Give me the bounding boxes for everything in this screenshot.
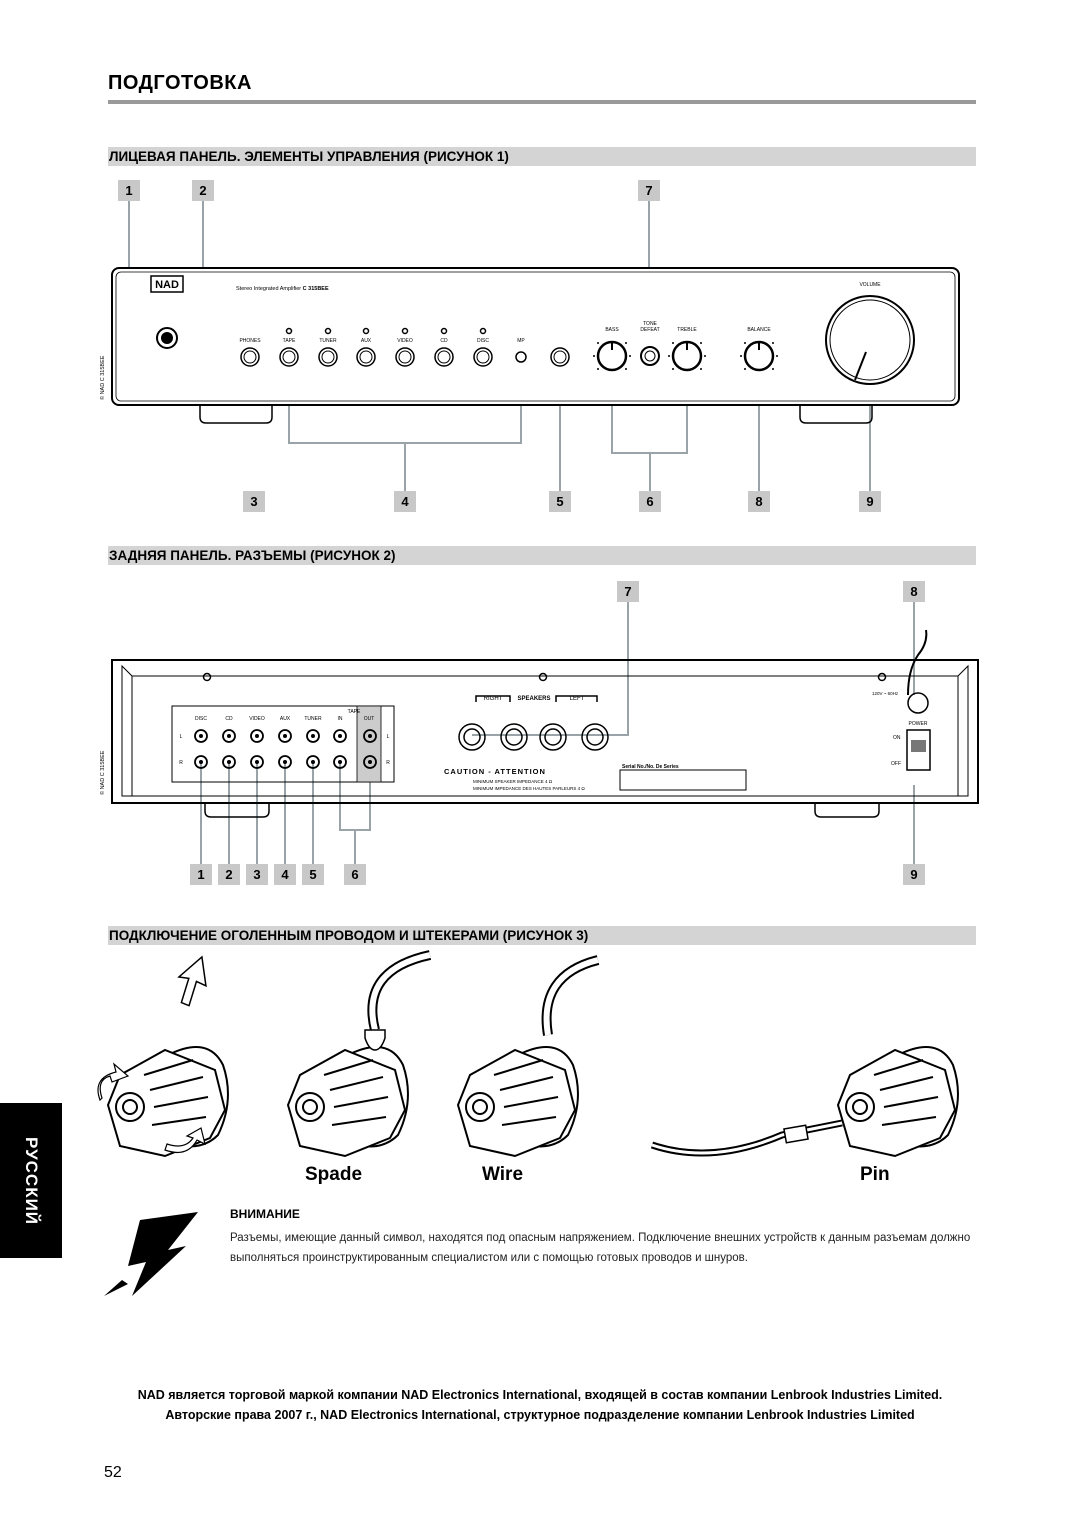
callout-rear-5: 5 bbox=[302, 864, 324, 885]
callout-rear-6: 6 bbox=[344, 864, 366, 885]
label-disc: DISC bbox=[477, 338, 489, 344]
language-side-tab-label: РУССКИЙ bbox=[22, 1136, 41, 1225]
label-defeat: DEFEAT bbox=[640, 327, 659, 333]
rear-label-disc: DISC bbox=[195, 716, 207, 722]
rear-label-r-right: R bbox=[386, 760, 390, 766]
model-text: Stereo Integrated Amplifier C 315BEE bbox=[236, 286, 329, 292]
rear-label-r-left: R bbox=[179, 760, 183, 766]
label-tone: TONE bbox=[643, 321, 657, 327]
label-volume: VOLUME bbox=[859, 282, 881, 288]
rear-power-label: POWER bbox=[909, 721, 928, 727]
label-aux: AUX bbox=[361, 338, 372, 344]
callout-rear-3: 3 bbox=[246, 864, 268, 885]
label-treble: TREBLE bbox=[677, 327, 697, 333]
rear-label-tape-out: OUT bbox=[364, 716, 375, 722]
section-front-panel-header: ЛИЦЕВАЯ ПАНЕЛЬ. ЭЛЕМЕНТЫ УПРАВЛЕНИЯ (РИС… bbox=[108, 147, 976, 166]
page-title: ПОДГОТОВКА bbox=[108, 72, 252, 94]
callout-front-5: 5 bbox=[549, 491, 571, 512]
section-wiring-title: ПОДКЛЮЧЕНИЕ ОГОЛЕННЫМ ПРОВОДОМ И ШТЕКЕРА… bbox=[109, 928, 589, 943]
callout-rear-9: 9 bbox=[903, 864, 925, 885]
callout-rear-8: 8 bbox=[903, 581, 925, 602]
rear-label-left: LEFT bbox=[570, 696, 585, 702]
rear-label-cd: CD bbox=[225, 716, 233, 722]
caption-wire: Wire bbox=[482, 1164, 524, 1185]
caption-pin: Pin bbox=[860, 1164, 890, 1185]
callout-front-4: 4 bbox=[394, 491, 416, 512]
rear-label-video: VIDEO bbox=[249, 716, 265, 722]
lightning-warning-icon bbox=[104, 1212, 198, 1296]
callout-rear-7: 7 bbox=[617, 581, 639, 602]
section-front-panel-title: ЛИЦЕВАЯ ПАНЕЛЬ. ЭЛЕМЕНТЫ УПРАВЛЕНИЯ (РИС… bbox=[109, 149, 509, 164]
rear-label-aux: AUX bbox=[280, 716, 291, 722]
section-wiring-header: ПОДКЛЮЧЕНИЕ ОГОЛЕННЫМ ПРОВОДОМ И ШТЕКЕРА… bbox=[108, 926, 976, 945]
rear-serial-label: Serial No./No. De Series bbox=[622, 764, 679, 770]
callout-front-9: 9 bbox=[859, 491, 881, 512]
footer-line-1: NAD является торговой маркой компании NA… bbox=[137, 1388, 943, 1402]
callout-front-1: 1 bbox=[118, 180, 140, 201]
label-cd: CD bbox=[440, 338, 448, 344]
label-video: VIDEO bbox=[397, 338, 413, 344]
warning-title: ВНИМАНИЕ bbox=[230, 1207, 300, 1221]
label-balance: BALANCE bbox=[747, 327, 771, 333]
callout-rear-4: 4 bbox=[274, 864, 296, 885]
label-phones: PHONES bbox=[239, 338, 261, 344]
label-bass: BASS bbox=[605, 327, 619, 333]
label-tape: TAPE bbox=[283, 338, 296, 344]
callout-front-6: 6 bbox=[639, 491, 661, 512]
model-text-prefix: Stereo Integrated Amplifier bbox=[236, 286, 303, 292]
footer-line-2: Авторские права 2007 г., NAD Electronics… bbox=[165, 1408, 915, 1422]
callout-rear-1: 1 bbox=[190, 864, 212, 885]
rear-voltage: 120V ~ 60Hz bbox=[872, 691, 899, 696]
front-panel-diagram: NAD Stereo Integrated Amplifier C 315BEE… bbox=[99, 201, 960, 491]
warning-text: Разъемы, имеющие данный символ, находятс… bbox=[230, 1232, 971, 1264]
rear-serial-side: © NAD C 315BEE bbox=[99, 750, 106, 795]
rear-panel-diagram: DISC CD VIDEO AUX TUNER IN OUT TAPE L R … bbox=[99, 602, 979, 864]
rear-label-l-right: L bbox=[387, 734, 390, 740]
callout-front-3: 3 bbox=[243, 491, 265, 512]
language-side-tab: РУССКИЙ bbox=[0, 1103, 62, 1258]
wiring-diagram bbox=[97, 950, 959, 1157]
label-mp: MP bbox=[517, 338, 525, 344]
caption-spade: Spade bbox=[305, 1164, 363, 1185]
front-serial-side: © NAD C 315BEE bbox=[99, 355, 106, 400]
section-rear-panel-title: ЗАДНЯЯ ПАНЕЛЬ. РАЗЪЕМЫ (РИСУНОК 2) bbox=[109, 548, 396, 563]
page-number: 52 bbox=[104, 1464, 122, 1481]
rear-label-tape-in: IN bbox=[338, 716, 343, 722]
label-tuner: TUNER bbox=[319, 338, 337, 344]
rear-min-impedance-1: MINIMUM SPEAKER IMPEDANCE 4 Ω bbox=[473, 779, 553, 784]
model-name: C 315BEE bbox=[303, 286, 329, 292]
callout-front-2: 2 bbox=[192, 180, 214, 201]
rear-label-tuner: TUNER bbox=[304, 716, 322, 722]
rear-min-impedance-2: MINIMUM IMPEDANCE DES HAUTES PARLEURS 4 … bbox=[473, 786, 585, 791]
rear-caution: CAUTION - ATTENTION bbox=[444, 767, 546, 776]
rear-label-l-left: L bbox=[180, 734, 183, 740]
rear-label-speakers: SPEAKERS bbox=[517, 696, 550, 702]
front-logo: NAD bbox=[155, 279, 179, 291]
callout-rear-2: 2 bbox=[218, 864, 240, 885]
rear-label-tape: TAPE bbox=[348, 709, 361, 715]
rear-off-label: OFF bbox=[891, 761, 901, 767]
callout-front-8: 8 bbox=[748, 491, 770, 512]
title-rule bbox=[108, 100, 976, 104]
rear-on-label: ON bbox=[893, 735, 901, 741]
rear-label-right: RIGHT bbox=[484, 696, 503, 702]
section-rear-panel-header: ЗАДНЯЯ ПАНЕЛЬ. РАЗЪЕМЫ (РИСУНОК 2) bbox=[108, 546, 976, 565]
callout-front-7: 7 bbox=[638, 180, 660, 201]
